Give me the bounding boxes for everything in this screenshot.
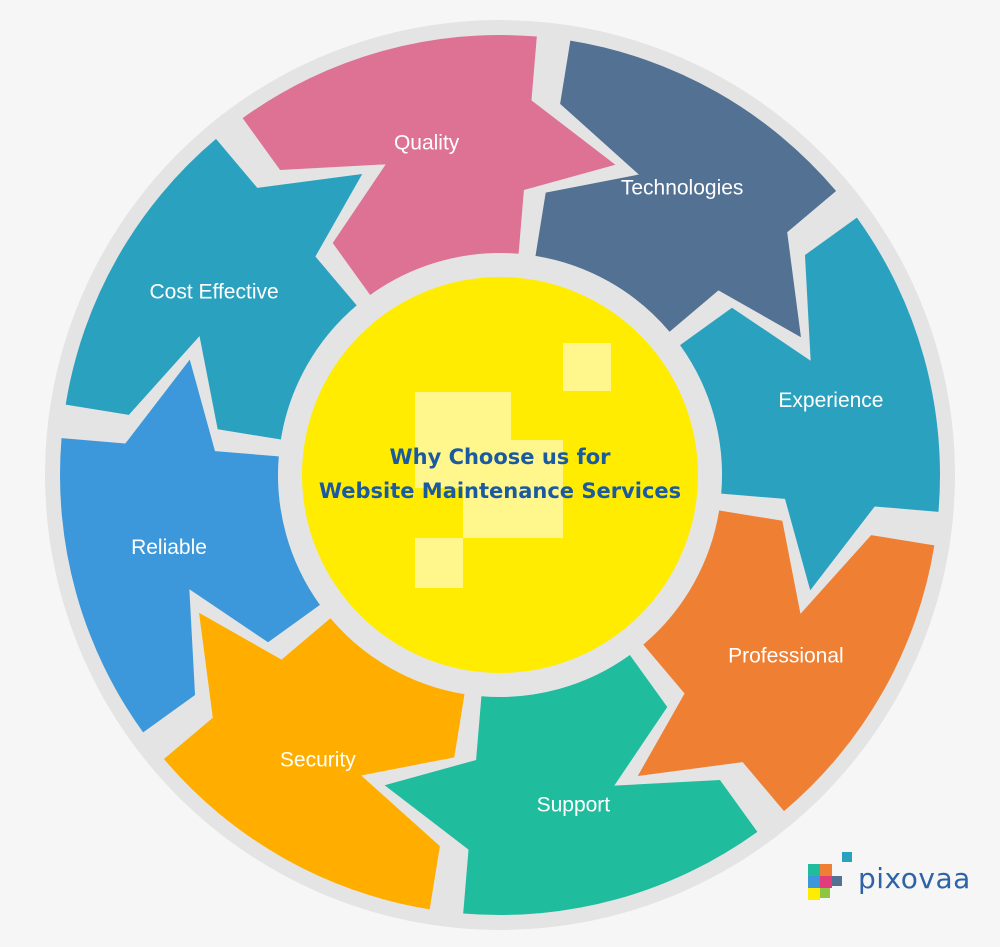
center-pixel-pattern bbox=[415, 343, 611, 588]
center-title-line1: Why Choose us for bbox=[389, 445, 611, 469]
segment-label-reliable: Reliable bbox=[131, 536, 207, 559]
segments-layer bbox=[59, 35, 940, 915]
segment-technologies bbox=[535, 40, 837, 338]
segment-experience bbox=[680, 217, 940, 591]
segment-label-experience: Experience bbox=[778, 389, 883, 412]
segment-reliable bbox=[59, 359, 320, 733]
segment-security bbox=[163, 612, 465, 910]
center-title: Why Choose us for Website Maintenance Se… bbox=[300, 440, 700, 508]
brand-name: pixovaa bbox=[858, 862, 971, 895]
segment-label-professional: Professional bbox=[728, 645, 844, 668]
segment-support bbox=[384, 655, 758, 915]
segment-label-security: Security bbox=[280, 748, 356, 771]
segment-quality bbox=[242, 35, 616, 295]
segment-label-quality: Quality bbox=[394, 132, 460, 155]
segment-professional bbox=[637, 510, 935, 812]
pixovaa-logo-icon bbox=[808, 852, 852, 900]
segment-cost-effective bbox=[65, 138, 363, 440]
segment-label-technologies: Technologies bbox=[621, 177, 744, 200]
segment-label-cost-effective: Cost Effective bbox=[150, 280, 279, 303]
brand-logo: pixovaa bbox=[806, 852, 976, 912]
segment-label-support: Support bbox=[537, 794, 611, 817]
center-title-line2: Website Maintenance Services bbox=[318, 479, 682, 503]
labels-layer: TechnologiesExperienceProfessionalSuppor… bbox=[131, 132, 883, 817]
